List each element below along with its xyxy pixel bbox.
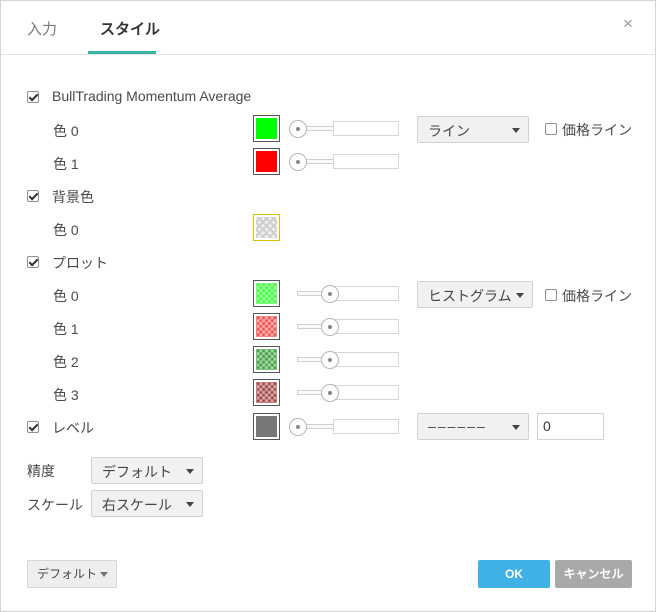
- defaults-button[interactable]: デフォルト: [27, 560, 117, 588]
- levels-opacity-slider[interactable]: [289, 417, 399, 437]
- chevron-down-icon: [186, 502, 194, 507]
- levels-color-swatch[interactable]: [253, 413, 280, 440]
- plot-color-2-opacity-slider[interactable]: [289, 350, 399, 370]
- slider-handle[interactable]: [321, 384, 339, 402]
- plot-color-3-opacity-slider[interactable]: [289, 383, 399, 403]
- price-line-label-2: 価格ライン: [562, 288, 632, 304]
- defaults-button-label: デフォルト: [37, 567, 98, 581]
- scale-value: 右スケール: [102, 497, 172, 513]
- scale-label: スケール: [27, 497, 83, 513]
- precision-dropdown[interactable]: デフォルト: [91, 457, 203, 484]
- plot-color-0-label: 色 0: [53, 288, 79, 304]
- plot-color-3-label: 色 3: [53, 387, 79, 403]
- chevron-down-icon: [512, 425, 520, 430]
- slider-handle[interactable]: [289, 153, 307, 171]
- slider-handle[interactable]: [321, 318, 339, 336]
- slider-handle[interactable]: [289, 120, 307, 138]
- line-color-1-swatch[interactable]: [253, 148, 280, 175]
- line-color-0-label: 色 0: [53, 123, 79, 139]
- levels-line-style-dropdown[interactable]: ––––––: [417, 413, 529, 440]
- levels-value-text: 0: [543, 418, 551, 434]
- line-color-1-opacity-slider[interactable]: [289, 152, 399, 172]
- plot-color-0-opacity-slider[interactable]: [289, 284, 399, 304]
- background-label: 背景色: [52, 189, 94, 205]
- price-line-checkbox-2[interactable]: [545, 289, 557, 301]
- plot-color-1-label: 色 1: [53, 321, 79, 337]
- ok-button[interactable]: OK: [478, 560, 550, 588]
- levels-value-input[interactable]: 0: [537, 413, 604, 440]
- plot-color-2-label: 色 2: [53, 354, 79, 370]
- cancel-button[interactable]: キャンセル: [555, 560, 632, 588]
- plot-color-3-swatch[interactable]: [253, 379, 280, 406]
- line-color-0-opacity-slider[interactable]: [289, 119, 399, 139]
- plot-label: プロット: [52, 255, 108, 271]
- indicator-name-label: BullTrading Momentum Average: [52, 88, 252, 104]
- slider-handle[interactable]: [321, 351, 339, 369]
- background-checkbox[interactable]: [27, 190, 39, 202]
- indicator-checkbox[interactable]: [27, 91, 39, 103]
- price-line-checkbox-1[interactable]: [545, 123, 557, 135]
- plot-checkbox[interactable]: [27, 256, 39, 268]
- plot-color-0-swatch[interactable]: [253, 280, 280, 307]
- chevron-down-icon: [512, 128, 520, 133]
- chevron-down-icon: [100, 572, 108, 577]
- tab-inputs[interactable]: 入力: [27, 21, 58, 38]
- background-color-0-swatch[interactable]: [253, 214, 280, 241]
- chevron-down-icon: [186, 469, 194, 474]
- plot-style-dropdown[interactable]: ヒストグラム: [417, 281, 533, 308]
- precision-label: 精度: [27, 463, 55, 479]
- plot-style-value: ヒストグラム: [428, 288, 512, 304]
- plot-color-1-swatch[interactable]: [253, 313, 280, 340]
- close-icon[interactable]: ×: [623, 14, 633, 33]
- tab-style[interactable]: スタイル: [100, 21, 161, 38]
- dialog-header: 入力 スタイル ×: [1, 1, 656, 55]
- plot-color-1-opacity-slider[interactable]: [289, 317, 399, 337]
- scale-dropdown[interactable]: 右スケール: [91, 490, 203, 517]
- levels-label: レベル: [52, 420, 94, 436]
- line-color-1-label: 色 1: [53, 156, 79, 172]
- levels-line-style-value: ––––––: [428, 418, 487, 434]
- chevron-down-icon: [516, 293, 524, 298]
- slider-handle[interactable]: [321, 285, 339, 303]
- active-tab-indicator: [88, 51, 156, 54]
- precision-value: デフォルト: [102, 464, 172, 480]
- line-style-value: ライン: [428, 123, 470, 139]
- slider-handle[interactable]: [289, 418, 307, 436]
- line-color-0-swatch[interactable]: [253, 115, 280, 142]
- line-style-dropdown[interactable]: ライン: [417, 116, 529, 143]
- levels-checkbox[interactable]: [27, 421, 39, 433]
- plot-color-2-swatch[interactable]: [253, 346, 280, 373]
- background-color-0-label: 色 0: [53, 222, 79, 238]
- price-line-label-1: 価格ライン: [562, 122, 632, 138]
